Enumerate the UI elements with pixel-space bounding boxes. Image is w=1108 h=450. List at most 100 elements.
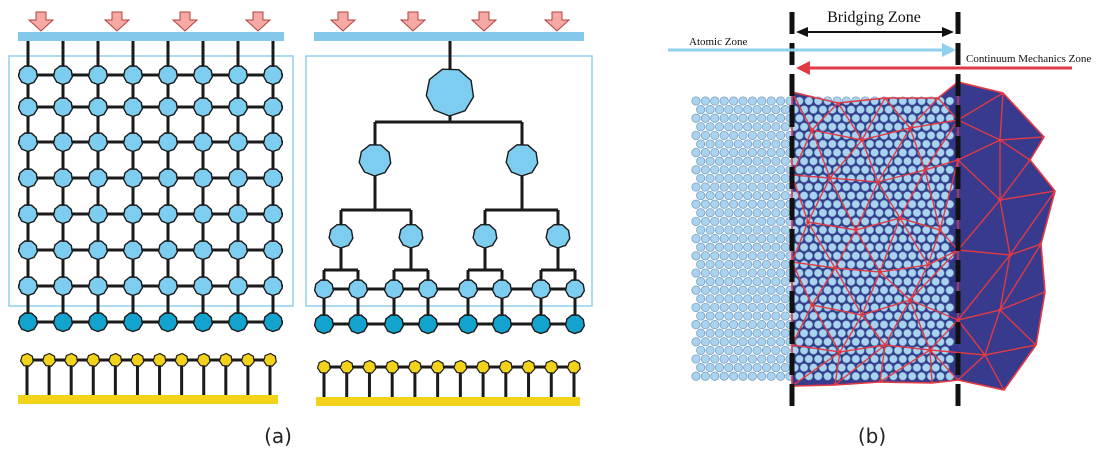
atom: [945, 337, 955, 347]
substrate-atom: [339, 359, 354, 374]
atom: [691, 165, 701, 175]
atom: [729, 130, 739, 140]
atom: [804, 251, 814, 261]
atom: [842, 268, 851, 278]
atom-node: [52, 312, 74, 333]
atom: [884, 260, 894, 269]
atom: [696, 363, 706, 373]
atom: [804, 96, 814, 106]
atom: [889, 113, 898, 123]
atom: [889, 251, 898, 261]
atom: [719, 96, 729, 106]
atom: [733, 311, 743, 321]
atom: [771, 242, 781, 252]
atom: [856, 191, 865, 200]
atom: [705, 294, 715, 304]
atom: [780, 208, 790, 218]
atom: [710, 234, 720, 244]
atom: [761, 139, 772, 149]
atom: [936, 303, 945, 312]
atom: [865, 260, 875, 269]
atom-node: [227, 65, 249, 86]
atom: [818, 277, 828, 286]
atom: [842, 182, 851, 192]
atom: [710, 285, 720, 295]
atom: [729, 182, 739, 192]
atom: [874, 294, 884, 304]
atom: [738, 302, 748, 312]
atom: [818, 105, 828, 114]
atom: [738, 268, 748, 278]
atom: [776, 182, 786, 192]
atom: [738, 165, 748, 175]
atom: [691, 302, 701, 312]
atom: [903, 328, 912, 338]
atom: [691, 285, 701, 295]
atom: [757, 113, 767, 123]
atom: [705, 139, 715, 149]
atom: [705, 277, 715, 287]
top-load-plate-left: [18, 32, 284, 41]
atom: [776, 268, 786, 278]
atom: [842, 131, 851, 140]
atom-node: [87, 204, 109, 225]
atom: [729, 216, 739, 226]
atom: [804, 148, 814, 157]
atom: [752, 311, 762, 321]
atom: [809, 277, 818, 286]
atom: [761, 294, 772, 304]
atom: [846, 139, 856, 149]
atom-node: [227, 312, 249, 333]
atom: [696, 139, 706, 149]
atom: [691, 251, 701, 261]
atom: [733, 173, 743, 183]
atom: [931, 191, 941, 200]
atom: [856, 122, 865, 132]
atom: [898, 268, 908, 278]
atom: [700, 251, 710, 261]
atom: [799, 242, 809, 252]
atom: [884, 156, 894, 166]
atom: [860, 113, 870, 123]
atom: [809, 191, 818, 200]
atom: [936, 354, 945, 364]
atom-node: [17, 168, 39, 189]
atom: [903, 105, 912, 114]
atom: [724, 122, 734, 132]
atom: [921, 191, 931, 200]
atom: [710, 302, 720, 312]
atom: [771, 156, 781, 166]
atom: [865, 363, 875, 372]
atom: [691, 371, 701, 381]
lattice-region-box: [8, 55, 294, 307]
atom: [907, 251, 917, 261]
atom: [874, 191, 884, 200]
atom: [700, 130, 710, 140]
atom: [931, 328, 941, 338]
atom: [724, 225, 734, 235]
atom: [813, 337, 823, 347]
bottom-plate-left: [18, 395, 278, 404]
atom: [747, 216, 757, 226]
atom-node: [227, 168, 249, 189]
atom: [710, 130, 720, 140]
atom: [757, 165, 767, 175]
atom: [696, 277, 706, 287]
atom: [865, 328, 875, 338]
atom: [714, 294, 725, 304]
atom: [705, 156, 715, 166]
atom: [761, 173, 772, 183]
atom: [766, 182, 776, 192]
atom: [776, 199, 786, 209]
atom: [823, 354, 832, 364]
substrate-atom: [407, 359, 422, 374]
panel-b-caption: (b): [858, 424, 886, 448]
load-arrows-right: [329, 11, 571, 32]
atom: [799, 328, 809, 338]
atom: [766, 371, 776, 381]
atom: [832, 320, 842, 329]
atom: [691, 337, 701, 347]
sub-branch-node: [328, 223, 354, 249]
atom: [893, 277, 903, 286]
atom: [870, 131, 879, 140]
